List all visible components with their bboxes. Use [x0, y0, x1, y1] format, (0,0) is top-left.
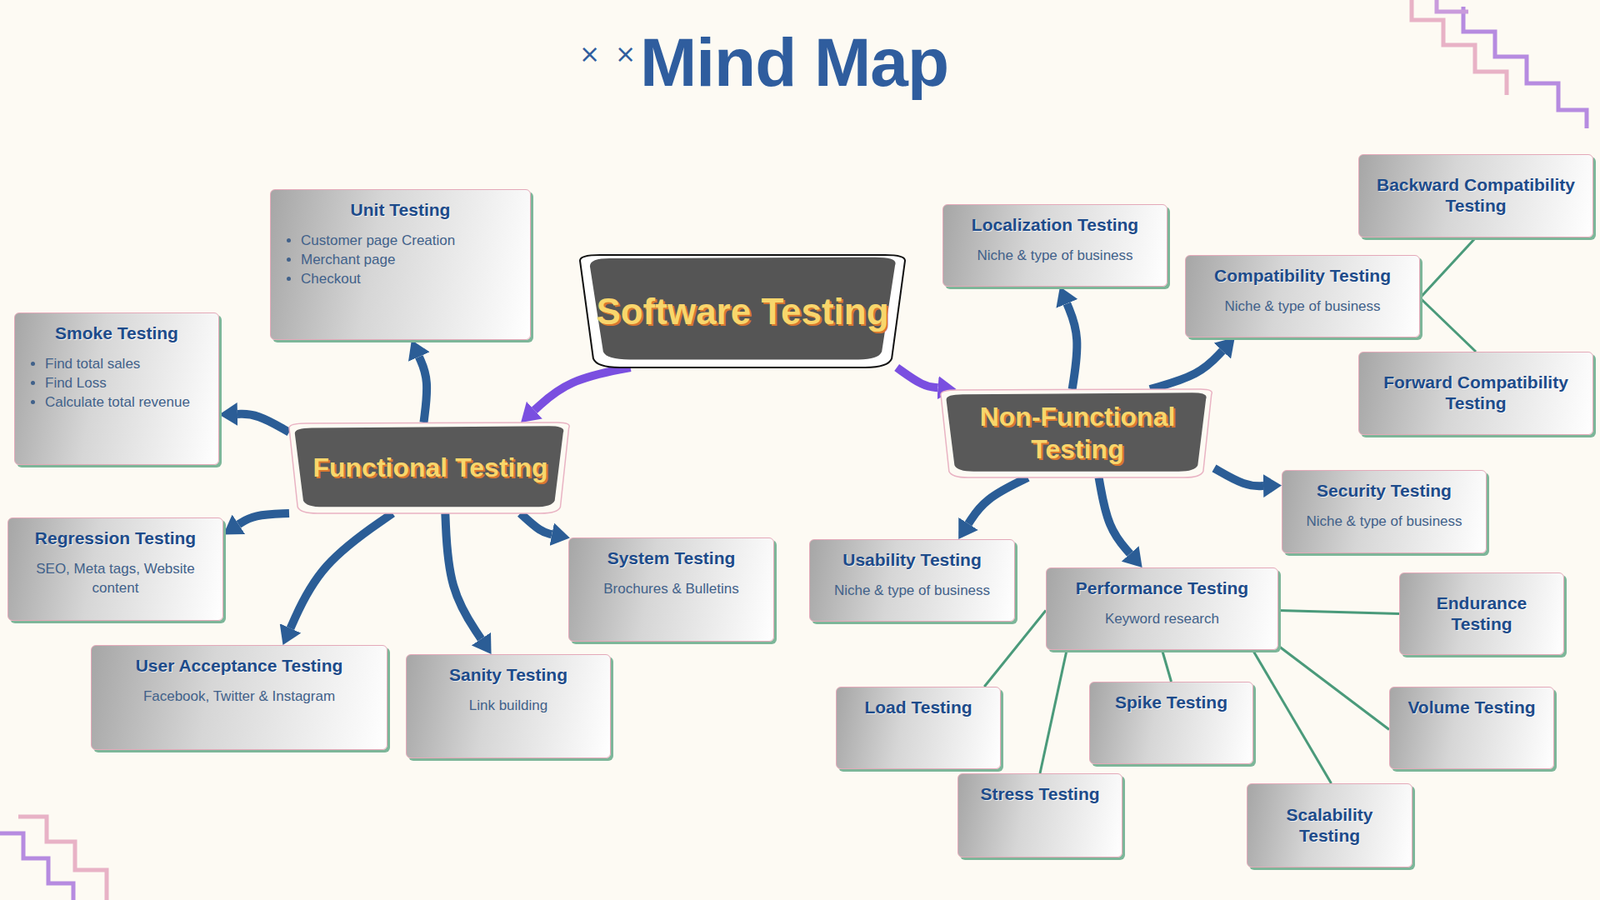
box-note: SEO, Meta tags, Website content — [15, 559, 216, 598]
block-arrow — [1150, 350, 1223, 390]
box-note: Niche & type of business — [976, 245, 1133, 265]
topic-title: Functional Testing — [312, 451, 548, 485]
block-arrow — [419, 356, 427, 423]
decor-mark: × — [615, 41, 636, 67]
decor-mark: × — [579, 41, 600, 67]
branch-line — [1420, 297, 1476, 352]
block-arrow — [896, 367, 938, 388]
topic-box: Localization TestingNiche & type of busi… — [942, 204, 1168, 287]
box-note: Brochures & Bulletins — [603, 579, 740, 599]
stair-decoration — [1411, 0, 1507, 95]
branch-line — [1162, 650, 1172, 682]
topic-box: Forward Compatibility Testing — [1358, 351, 1594, 435]
box-heading: Load Testing — [864, 697, 972, 719]
box-note: Link building — [469, 695, 549, 715]
box-heading: Performance Testing — [1075, 578, 1249, 600]
topic-box: Regression TestingSEO, Meta tags, Websit… — [7, 517, 224, 621]
branch-line — [984, 610, 1046, 687]
box-heading: Volume Testing — [1407, 697, 1535, 719]
topic-title: Non-Functional Testing — [959, 400, 1196, 466]
bullet-item: Checkout — [300, 269, 524, 289]
topic-box: Volume Testing — [1389, 686, 1555, 770]
block-arrow — [1099, 477, 1131, 554]
topic-box: Security TestingNiche & type of business — [1281, 470, 1487, 554]
box-heading: Stress Testing — [980, 784, 1100, 805]
box-heading: Forward Compatibility Testing — [1365, 372, 1586, 415]
block-arrow — [968, 477, 1028, 524]
bullet-list: Find total salesFind LossCalculate total… — [21, 354, 212, 412]
topic-box: Scalability Testing — [1246, 783, 1413, 868]
topic-box: Usability TestingNiche & type of busines… — [809, 539, 1015, 622]
branch-line — [1420, 237, 1476, 298]
topic-box: Performance TestingKeyword research — [1045, 567, 1279, 650]
block-arrow — [237, 414, 290, 433]
stair-decoration — [1436, 0, 1469, 12]
box-note: Niche & type of business — [834, 580, 990, 600]
box-heading: Sanity Testing — [449, 665, 568, 686]
box-heading: Usability Testing — [842, 550, 981, 571]
box-heading: Smoke Testing — [55, 323, 179, 345]
root-topic: Software Testing — [576, 255, 909, 368]
bullet-item: Customer page Creation — [300, 230, 524, 250]
branch-line — [1278, 610, 1400, 614]
box-heading: Unit Testing — [350, 200, 451, 221]
stair-decoration — [18, 816, 107, 900]
block-arrow — [520, 513, 552, 535]
branch-topic: Functional Testing — [289, 422, 572, 514]
bullet-item: Merchant page — [300, 250, 524, 270]
box-heading: Spike Testing — [1115, 692, 1228, 714]
topic-box: System TestingBrochures & Bulletins — [568, 537, 775, 642]
box-note: Niche & type of business — [1224, 296, 1380, 316]
block-arrow — [290, 513, 393, 629]
topic-box: User Acceptance TestingFacebook, Twitter… — [90, 645, 388, 750]
topic-box: Spike Testing — [1089, 681, 1254, 765]
stair-decoration — [1463, 6, 1587, 129]
block-arrow — [238, 513, 290, 525]
branch-line — [1278, 645, 1390, 730]
box-heading: System Testing — [607, 548, 736, 570]
branch-topic: Non-Functional Testing — [940, 389, 1215, 478]
box-note: Keyword research — [1105, 609, 1220, 629]
branch-line — [1252, 650, 1331, 784]
topic-box: Smoke TestingFind total salesFind LossCa… — [14, 312, 220, 465]
topic-box: Stress Testing — [957, 773, 1123, 858]
box-heading: Security Testing — [1316, 480, 1452, 502]
box-heading: Compatibility Testing — [1214, 265, 1391, 287]
bullet-item: Find total sales — [45, 354, 212, 374]
block-arrow — [534, 367, 630, 410]
box-heading: Endurance Testing — [1406, 593, 1557, 635]
branch-line — [1040, 650, 1067, 774]
box-heading: Scalability Testing — [1254, 805, 1405, 847]
bullet-item: Calculate total revenue — [45, 392, 212, 412]
box-note: Niche & type of business — [1305, 511, 1462, 531]
box-heading: User Acceptance Testing — [135, 655, 344, 677]
box-heading: Backward Compatibility Testing — [1365, 175, 1586, 217]
topic-box: Compatibility TestingNiche & type of bus… — [1185, 255, 1420, 338]
box-note: Facebook, Twitter & Instagram — [143, 686, 335, 706]
bullet-item: Find Loss — [45, 373, 212, 393]
block-arrow — [1066, 303, 1077, 390]
block-arrow — [1214, 468, 1264, 486]
topic-box: Backward Compatibility Testing — [1358, 154, 1594, 238]
topic-box: Load Testing — [835, 686, 1001, 770]
topic-box: Sanity TestingLink building — [405, 654, 611, 759]
topic-box: Endurance Testing — [1399, 572, 1565, 655]
page-title: Mind Map — [640, 28, 949, 97]
box-heading: Regression Testing — [35, 528, 196, 550]
topic-box: Unit TestingCustomer page CreationMercha… — [270, 189, 531, 340]
bullet-list: Customer page CreationMerchant pageCheck… — [277, 230, 524, 289]
block-arrow — [445, 513, 481, 640]
topic-title: Software Testing — [595, 289, 889, 335]
box-heading: Localization Testing — [971, 215, 1139, 236]
